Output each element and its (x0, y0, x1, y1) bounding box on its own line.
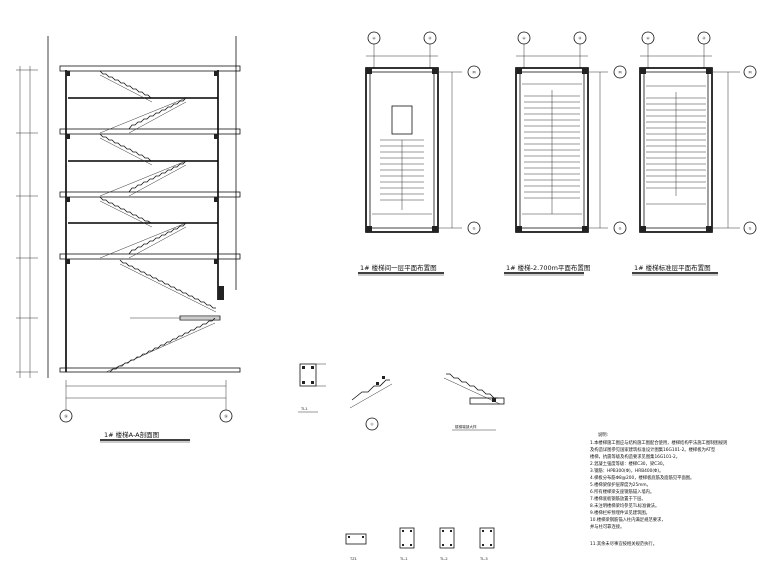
plan-2: ⑥ ⑩ M G (504, 31, 627, 276)
tl-section-detail: TL1 (298, 363, 326, 413)
plan-title: 1# 楼梯间一层平面布置图 (360, 263, 437, 272)
note-line: 并与柱可靠连接。 (590, 523, 624, 530)
note-line: 9.楼梯栏杆预埋件详见建筑图。 (590, 509, 650, 516)
section-a-a: ⑭ ⑭ 1# 楼梯A-A剖面图 (16, 36, 241, 443)
beam-label: TL-3 (479, 557, 488, 561)
grid-label: G (619, 227, 622, 231)
grid-label: ⑥ (646, 37, 650, 41)
note-line: 6.所有楼梯梁支座钢筋锚入墙内。 (590, 488, 654, 495)
beam-label: TL-2 (439, 557, 448, 561)
section-title: 1# 楼梯A-A剖面图 (104, 430, 159, 439)
plan-3: ⑥ ⑩ M G 1# 楼梯标准层 (632, 31, 757, 276)
grid-label: M (748, 71, 751, 75)
plan-1: ⑥ ⑩ M G 1# 楼梯间一层平面布置图 (358, 31, 481, 276)
detail-label: ① (370, 423, 373, 427)
grid-label: ⑥ (372, 37, 376, 41)
beam-label: TZ1 (349, 557, 357, 561)
note-line: 5.楼梯梁保护层厚度为25mm。 (590, 481, 651, 488)
note-line: 3.钢筋：HPB300(Φ)，HRB400(Φ)。 (590, 467, 663, 474)
grid-label: ⑭ (64, 414, 68, 419)
beam-sections: TZ1 TL-1 TL-2 TL-3 (345, 527, 495, 561)
note-line: 及构造详图参见国家建筑标准设计图集16G101-2。楼梯板为AT型 (590, 446, 716, 453)
plan-title: 1# 楼梯标准层平面布置图 (634, 263, 711, 272)
grid-bubble (59, 409, 73, 423)
grid-label: G (749, 227, 752, 231)
beam-label: TL-1 (399, 557, 408, 561)
grid-bubble (219, 409, 233, 423)
stair-end-detail: 楼梯端部大样 (443, 373, 505, 431)
grid-label: ⑩ (578, 37, 581, 41)
design-notes: 说明: 1.本楼梯施工图应与结构施工图配合使用，楼梯结构平法施工图制图规则 及构… (590, 431, 727, 547)
note-line: 楼梯，抗震等级及构造要求见图集16G101-2。 (590, 453, 680, 460)
grid-label: ⑩ (428, 37, 431, 41)
plan-title: 1# 楼梯-2.700m平面布置图 (506, 263, 590, 272)
note-line: 2.混凝土强度等级：楼梯C30，梁C30。 (590, 460, 667, 467)
grid-label: M (472, 71, 475, 75)
grid-label: G (473, 227, 476, 231)
note-line: 8.未注明楼梯梁均参见TL标准做法。 (590, 502, 659, 509)
note-line: 11.其余未尽事宜按相关规范执行。 (590, 540, 657, 547)
grid-label: ⑭ (224, 414, 228, 419)
note-line: 7.楼梯底板钢筋放置于下层。 (590, 495, 646, 502)
grid-label: ⑥ (522, 37, 526, 41)
grid-label: ⑩ (702, 37, 705, 41)
note-line: 1.本楼梯施工图应与结构施工图配合使用，楼梯结构平法施工图制图规则 (590, 439, 727, 446)
detail-label: 楼梯端部大样 (455, 424, 477, 429)
circle-detail: ① (349, 376, 393, 431)
note-line: 4.梯板分布筋Φ8@200，楼梯板底筋及面筋见平面图。 (590, 474, 694, 481)
note-line: 10.楼梯梁钢筋锚入柱内满足规范要求， (590, 516, 666, 523)
grid-label: M (618, 71, 621, 75)
detail-label: TL1 (300, 407, 307, 411)
notes-title: 说明: (598, 431, 608, 438)
